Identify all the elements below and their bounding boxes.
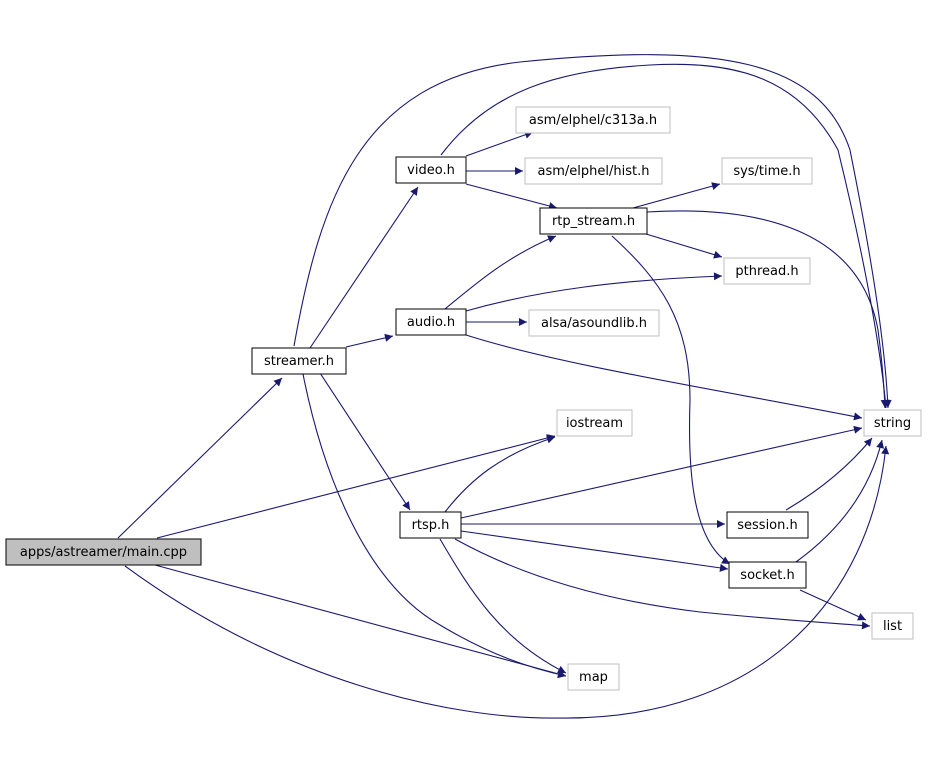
node-audio-h[interactable]: audio.h xyxy=(395,308,467,336)
edge-video-to-rtp-stream xyxy=(465,183,558,210)
node-label: rtp_stream.h xyxy=(552,214,635,229)
node-label: rtsp.h xyxy=(412,518,450,533)
node-label: asm/elphel/c313a.h xyxy=(529,113,657,128)
node-string[interactable]: string xyxy=(863,409,922,437)
node-label: iostream xyxy=(566,416,623,431)
edge-rtp-stream-to-string xyxy=(646,210,889,409)
node-label: sys/time.h xyxy=(733,164,800,179)
edge-streamer-to-rtsp xyxy=(319,372,411,511)
node-label: alsa/asoundlib.h xyxy=(541,316,647,331)
node-label: socket.h xyxy=(740,568,794,583)
node-asoundlib-h[interactable]: alsa/asoundlib.h xyxy=(528,309,660,337)
edge-rtsp-to-iostream xyxy=(444,435,556,513)
node-label: apps/astreamer/main.cpp xyxy=(20,545,187,560)
node-pthread-h[interactable]: pthread.h xyxy=(723,257,811,285)
node-video-h[interactable]: video.h xyxy=(395,156,467,184)
node-label: audio.h xyxy=(407,315,455,330)
node-streamer-h[interactable]: streamer.h xyxy=(251,347,347,375)
node-main-cpp[interactable]: apps/astreamer/main.cpp xyxy=(5,538,202,566)
edge-streamer-to-video xyxy=(309,186,419,349)
node-c313a-h[interactable]: asm/elphel/c313a.h xyxy=(515,106,671,134)
edge-streamer-to-string xyxy=(293,54,892,409)
node-rtsp-h[interactable]: rtsp.h xyxy=(399,511,462,539)
edge-socket-to-list xyxy=(799,589,867,621)
node-iostream[interactable]: iostream xyxy=(556,409,633,437)
edge-main-to-iostream xyxy=(156,434,556,539)
node-label: string xyxy=(874,416,911,431)
edge-video-to-c313a xyxy=(465,130,534,157)
edge-socket-to-string xyxy=(795,439,885,563)
edge-rtsp-to-list xyxy=(454,538,871,630)
node-label: list xyxy=(883,619,902,634)
node-map[interactable]: map xyxy=(567,663,620,691)
edge-main-to-string xyxy=(124,445,890,719)
node-label: pthread.h xyxy=(735,264,798,279)
node-label: session.h xyxy=(737,518,798,533)
edge-rtp-stream-to-socket xyxy=(611,235,731,565)
node-socket-h[interactable]: socket.h xyxy=(728,561,807,589)
edge-rtsp-to-socket xyxy=(460,530,729,572)
edge-session-to-string xyxy=(785,437,873,511)
edge-streamer-to-audio xyxy=(345,333,394,348)
edge-streamer-to-map xyxy=(302,373,567,679)
edge-rtsp-to-map xyxy=(439,538,567,674)
node-label: video.h xyxy=(407,163,455,178)
node-list[interactable]: list xyxy=(871,612,914,640)
edge-video-to-string xyxy=(440,63,890,409)
edge-rtp-stream-to-sys-time xyxy=(632,182,721,209)
node-label: streamer.h xyxy=(264,354,334,369)
edge-rtp-stream-to-pthread xyxy=(645,233,723,259)
node-rtp-stream-h[interactable]: rtp_stream.h xyxy=(539,207,648,235)
edge-audio-to-string xyxy=(465,334,863,421)
edge-main-to-map xyxy=(154,564,567,678)
node-session-h[interactable]: session.h xyxy=(726,511,809,539)
edge-audio-to-rtp-stream xyxy=(444,235,557,310)
node-hist-h[interactable]: asm/elphel/hist.h xyxy=(524,157,663,185)
edge-rtsp-to-string xyxy=(460,425,863,519)
node-label: asm/elphel/hist.h xyxy=(538,164,650,179)
edge-main-to-streamer xyxy=(117,377,283,539)
edge-audio-to-pthread xyxy=(465,272,723,312)
node-sys-time-h[interactable]: sys/time.h xyxy=(721,157,813,185)
node-label: map xyxy=(579,670,608,685)
